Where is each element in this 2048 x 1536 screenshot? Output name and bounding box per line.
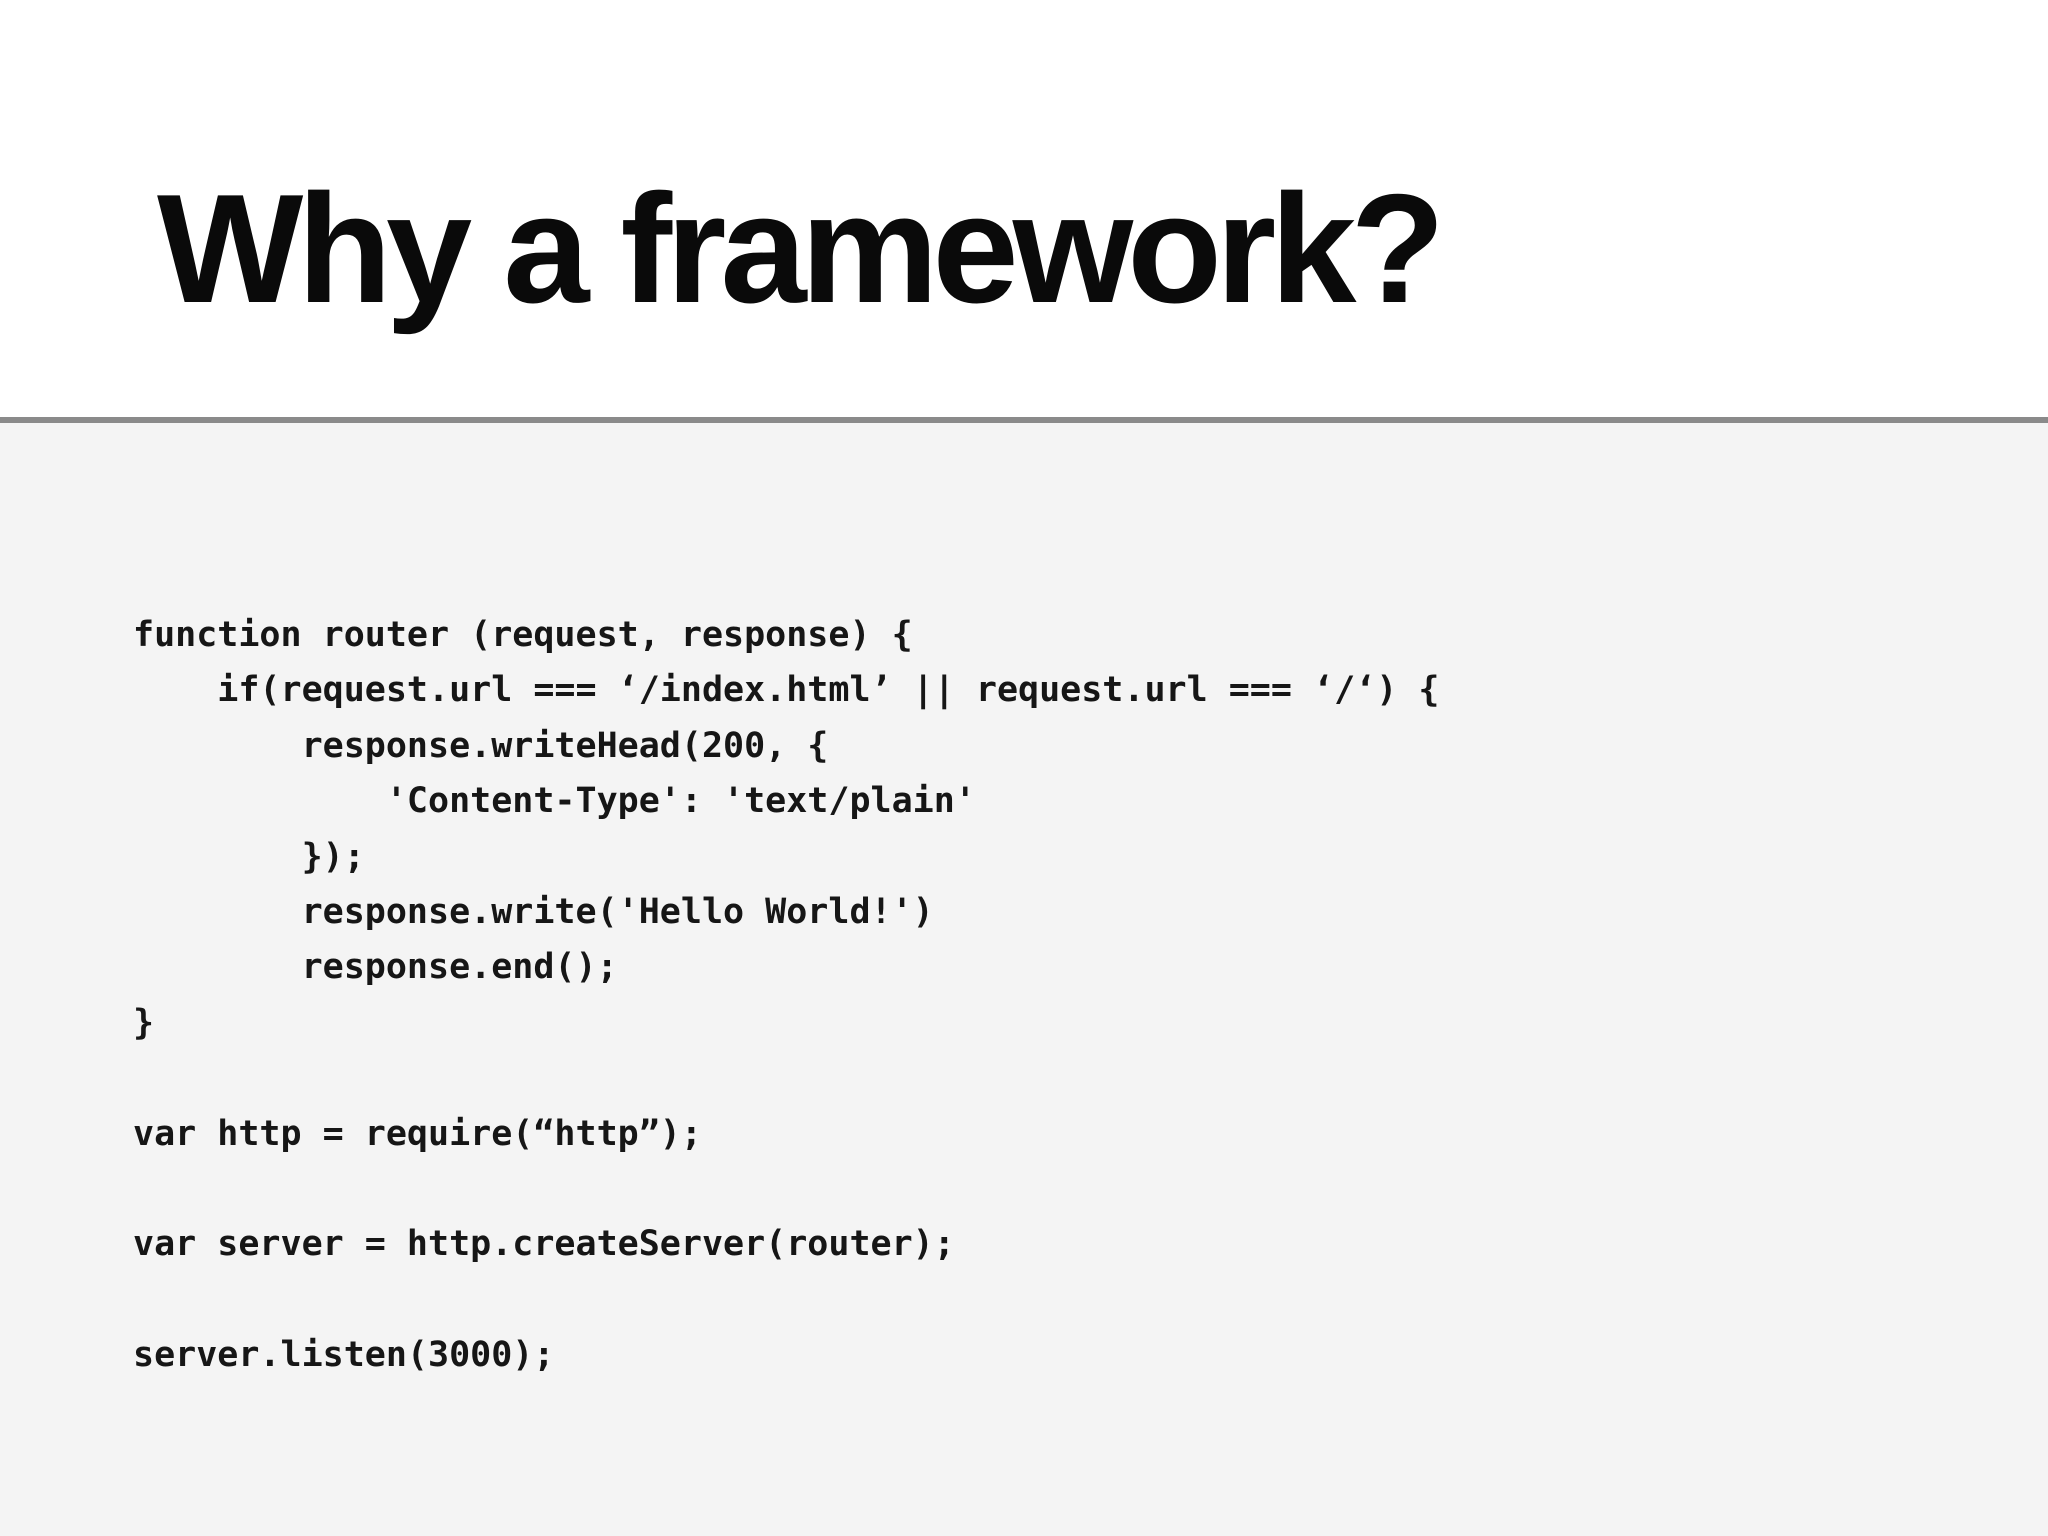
code-area: function router (request, response) { if…	[0, 423, 2048, 1536]
slide-title: Why a framework?	[157, 162, 1445, 335]
title-area: Why a framework?	[0, 0, 2048, 417]
section-divider	[0, 417, 2048, 423]
code-block: function router (request, response) { if…	[133, 615, 1440, 1376]
